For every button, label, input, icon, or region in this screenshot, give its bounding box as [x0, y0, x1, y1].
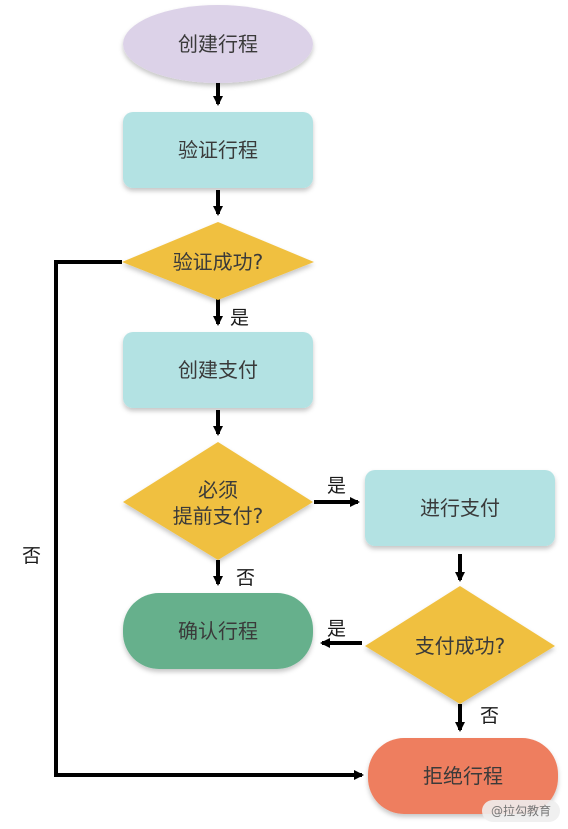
watermark-text: @拉勾教育 — [491, 803, 551, 818]
make-payment-node: 进行支付 — [365, 470, 555, 546]
reject-trip-box — [368, 738, 558, 814]
verify-trip-label: 验证行程 — [178, 138, 258, 162]
payment-required-node: 必须 提前支付? — [123, 442, 313, 560]
payment-required-label-line2: 提前支付? — [173, 504, 264, 528]
verify-success-node: 验证成功? — [122, 222, 314, 300]
payment-required-label-line1: 必须 — [198, 478, 238, 502]
verify-success-diamond — [122, 222, 314, 300]
confirm-trip-label: 确认行程 — [178, 619, 258, 643]
edge-verify-no — [54, 260, 364, 780]
payment-success-node: 支付成功? — [365, 586, 555, 704]
start-oval — [123, 5, 313, 83]
payment-yes-label: 是 — [327, 618, 346, 640]
payment-no-label: 否 — [480, 705, 499, 727]
verify-success-label: 验证成功? — [173, 250, 264, 274]
confirm-trip-box — [123, 593, 313, 669]
payment-success-label: 支付成功? — [415, 634, 506, 658]
create-payment-label: 创建支付 — [178, 358, 258, 382]
watermark-badge — [482, 800, 560, 822]
verify-no-label: 否 — [22, 545, 41, 567]
payment-success-diamond — [365, 586, 555, 704]
required-no-label: 否 — [236, 567, 255, 589]
start-node: 创建行程 — [123, 5, 313, 83]
create-payment-box — [123, 332, 313, 408]
start-label: 创建行程 — [178, 32, 258, 56]
create-payment-node: 创建支付 — [123, 332, 313, 408]
make-payment-box — [365, 470, 555, 546]
verify-trip-node: 验证行程 — [123, 112, 313, 188]
reject-trip-label: 拒绝行程 — [423, 764, 503, 788]
make-payment-label: 进行支付 — [420, 496, 500, 520]
watermark: @拉勾教育 — [482, 800, 560, 822]
confirm-trip-node: 确认行程 — [123, 593, 313, 669]
connectors — [54, 82, 465, 780]
required-yes-label: 是 — [327, 475, 346, 497]
reject-trip-node: 拒绝行程 — [368, 738, 558, 814]
payment-required-diamond — [123, 442, 313, 560]
verify-trip-box — [123, 112, 313, 188]
verify-yes-label: 是 — [230, 307, 249, 329]
